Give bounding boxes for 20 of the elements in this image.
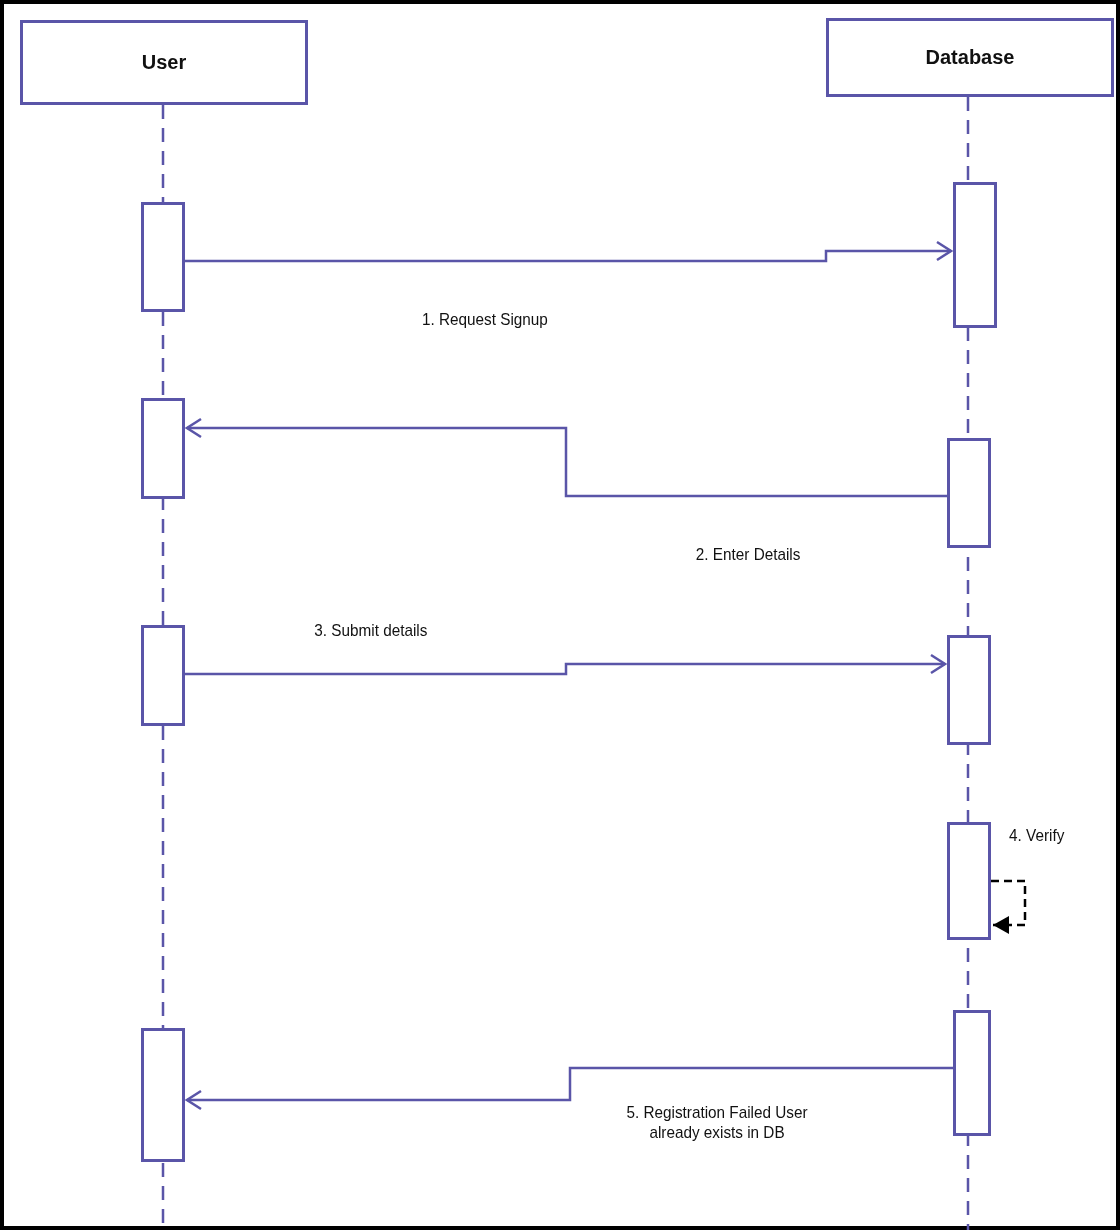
activation-box (141, 1028, 185, 1162)
arrow (185, 417, 947, 498)
lifeline-header (826, 18, 1114, 97)
lifeline-header (20, 20, 308, 105)
edge-label: 4. Verify (1009, 826, 1065, 846)
activation-box (953, 1010, 991, 1136)
activation-box (953, 182, 997, 328)
arrow (991, 879, 1027, 934)
activation-box (141, 202, 185, 312)
participant-name: User (141, 51, 187, 74)
activation-box (947, 822, 991, 940)
activation-box (947, 635, 991, 745)
arrow (185, 240, 953, 263)
activation-box (947, 438, 991, 548)
participant-name: Database (925, 46, 1015, 69)
activation-box (141, 625, 185, 726)
activation-box (141, 398, 185, 499)
arrow (185, 1066, 953, 1111)
edge-label: 1. Request Signup (422, 310, 548, 330)
arrow (185, 653, 947, 676)
